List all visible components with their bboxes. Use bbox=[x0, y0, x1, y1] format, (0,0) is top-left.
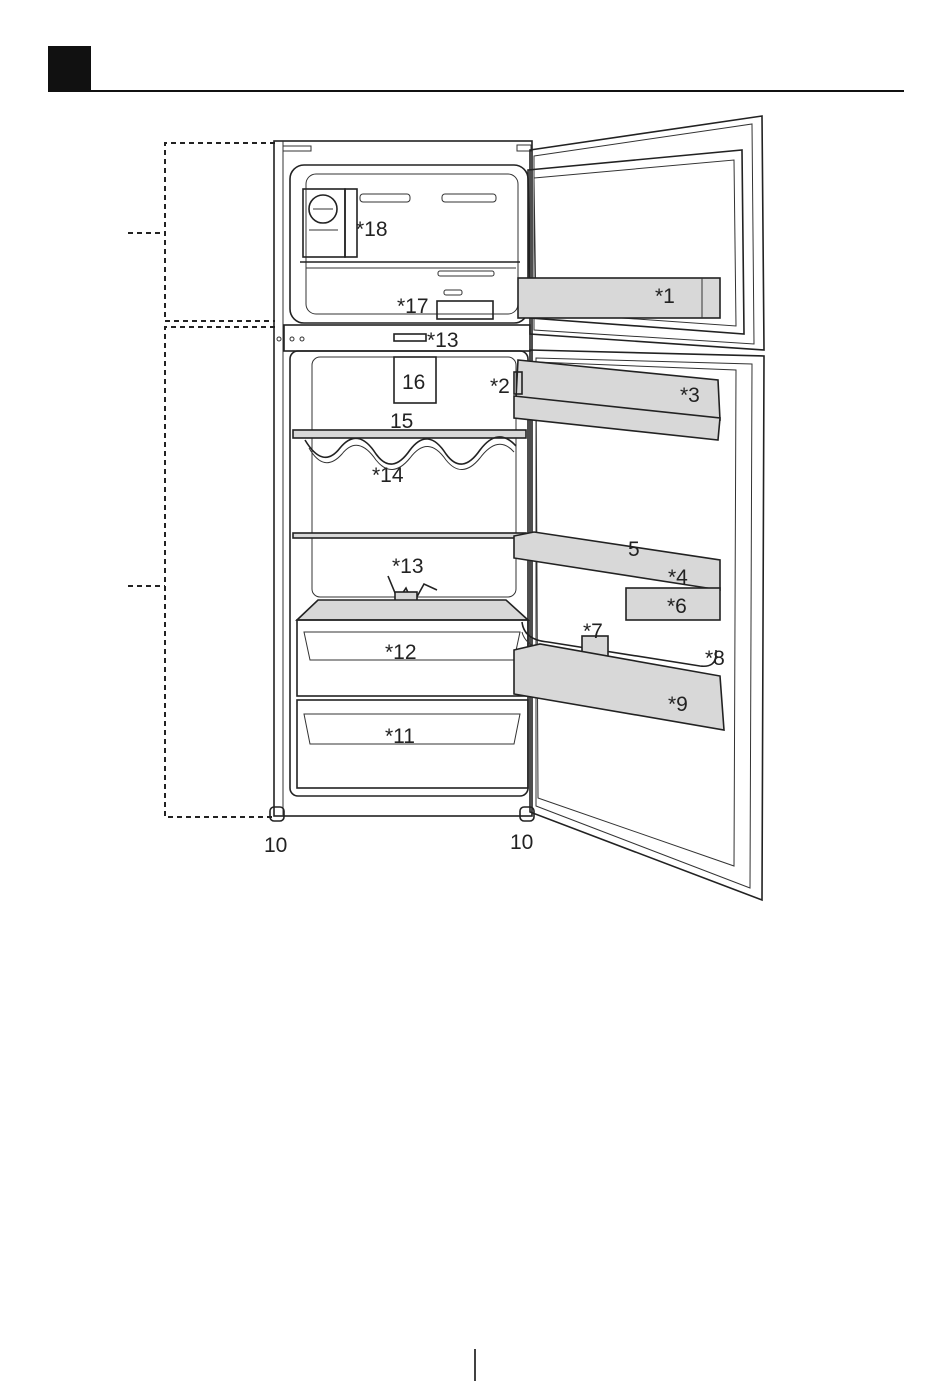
label-14: *14 bbox=[372, 464, 404, 487]
freezer-bracket bbox=[128, 143, 275, 321]
label-10-left: 10 bbox=[264, 834, 287, 857]
label-15: 15 bbox=[390, 410, 413, 433]
label-10-right: 10 bbox=[510, 831, 533, 854]
freezer-door bbox=[518, 116, 764, 350]
label-9: *9 bbox=[668, 693, 688, 716]
glass-shelf-lower bbox=[293, 533, 526, 538]
label-17: *17 bbox=[397, 295, 429, 318]
section-marker-icon bbox=[48, 46, 91, 90]
label-2: *2 bbox=[490, 375, 510, 398]
label-18: *18 bbox=[356, 218, 388, 241]
label-7: *7 bbox=[583, 620, 603, 643]
door-shelf-middle bbox=[514, 532, 720, 590]
label-11: *11 bbox=[385, 725, 415, 748]
freezer-door-shelf bbox=[518, 278, 720, 318]
ice-tray-icon bbox=[437, 301, 493, 319]
ice-maker-icon bbox=[303, 189, 357, 257]
crisper-cover bbox=[297, 600, 528, 620]
wine-rack-icon bbox=[305, 437, 516, 464]
label-12: *12 bbox=[385, 641, 417, 664]
label-6: *6 bbox=[667, 595, 687, 618]
door-shelf-bottom bbox=[514, 644, 724, 730]
label-5: 5 bbox=[628, 538, 640, 561]
label-1: *1 bbox=[655, 285, 675, 308]
label-8: *8 bbox=[705, 647, 725, 670]
fridge-door bbox=[514, 350, 764, 900]
label-13-lower: *13 bbox=[392, 555, 424, 578]
fridge-bracket bbox=[128, 327, 275, 817]
label-3: *3 bbox=[680, 384, 700, 407]
label-4: *4 bbox=[668, 566, 688, 589]
label-16: 16 bbox=[402, 371, 425, 394]
label-13-upper: *13 bbox=[427, 329, 459, 352]
